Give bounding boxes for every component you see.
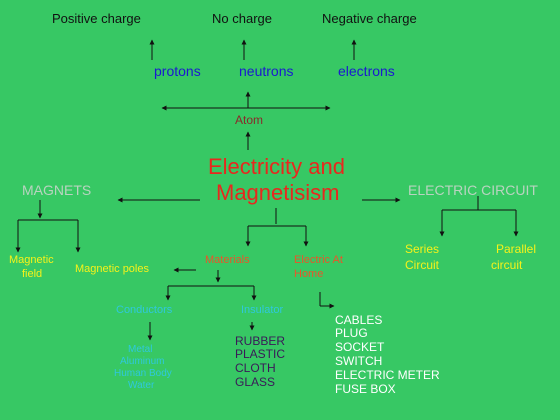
label-materials: Materials: [205, 254, 250, 266]
home-item: SWITCH: [335, 354, 383, 368]
home-item: FUSE BOX: [335, 382, 396, 396]
home-item: PLUG: [335, 326, 368, 340]
label-no-charge: No charge: [212, 11, 272, 26]
label-neutrons: neutrons: [239, 63, 294, 79]
insulator-example: PLASTIC: [235, 347, 286, 361]
label-series-line2: Circuit: [405, 258, 440, 272]
label-electric-at-home-line2: Home: [294, 268, 324, 280]
label-magnetic-field-line1: Magnetic: [9, 254, 54, 266]
label-atom: Atom: [235, 113, 264, 127]
label-insulator: Insulator: [241, 304, 284, 316]
insulator-example: GLASS: [235, 375, 276, 389]
label-magnetic-poles: Magnetic poles: [75, 263, 149, 275]
conductor-example: Water: [128, 380, 155, 391]
insulator-example: CLOTH: [235, 361, 276, 375]
central-title-line1: Electricity and: [208, 154, 345, 179]
label-parallel-line2: circuit: [491, 258, 523, 272]
label-electrons: electrons: [338, 63, 395, 79]
insulator-example: RUBBER: [235, 334, 286, 348]
central-title-line2: Magnetisism: [216, 180, 340, 205]
conductor-example: Aluminum: [120, 356, 165, 367]
home-item: ELECTRIC METER: [335, 368, 440, 382]
label-conductors: Conductors: [116, 304, 173, 316]
label-electric-circuit: ELECTRIC CIRCUIT: [408, 182, 538, 198]
label-magnetic-field-line2: field: [22, 268, 43, 280]
label-magnets: MAGNETS: [22, 182, 92, 198]
label-protons: protons: [154, 63, 201, 79]
label-positive-charge: Positive charge: [52, 11, 141, 26]
label-negative-charge: Negative charge: [322, 11, 417, 26]
label-electric-at-home-line1: Electric At: [294, 254, 343, 266]
conductor-example: Human Body: [114, 368, 172, 379]
home-item: CABLES: [335, 313, 383, 327]
home-item: SOCKET: [335, 340, 385, 354]
conductor-example: Metal: [128, 344, 153, 355]
label-parallel-line1: Parallel: [496, 242, 537, 256]
label-series-line1: Series: [405, 242, 440, 256]
